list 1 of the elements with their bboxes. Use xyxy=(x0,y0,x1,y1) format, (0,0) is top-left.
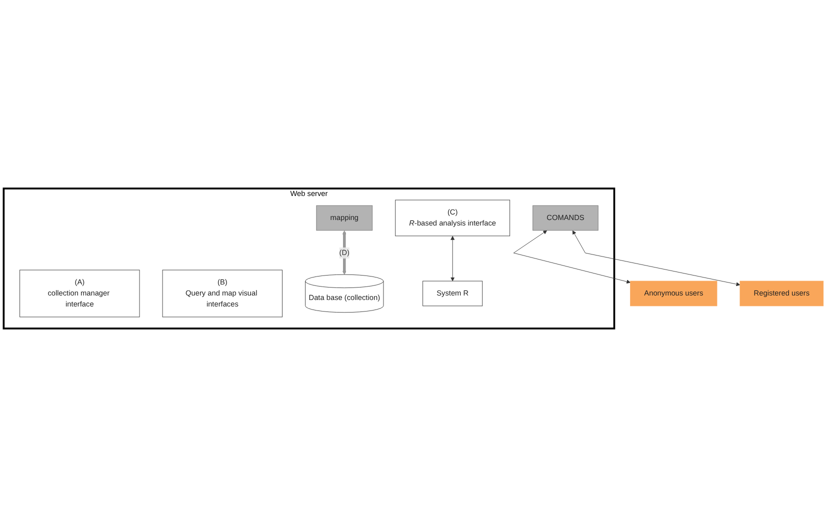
arrow xyxy=(342,230,346,275)
